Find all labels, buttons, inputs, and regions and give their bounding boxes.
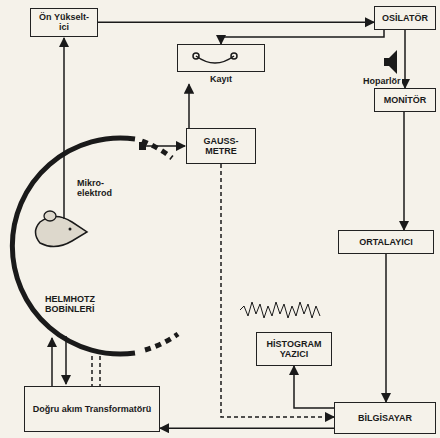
speaker-icon <box>384 50 397 74</box>
coil-wire <box>51 338 53 386</box>
coil-dashed <box>142 141 172 158</box>
recorder-frame <box>177 44 265 72</box>
probe-block <box>139 142 146 150</box>
recorder-box: Kayıt <box>177 44 265 84</box>
coil-dashed <box>145 334 178 350</box>
histogram-box: HİSTOGRAM YAZICI <box>256 332 332 366</box>
node-text: Ön Yükselt- ici <box>35 12 93 33</box>
transformer-box: Doğru akım Transformatörü <box>24 386 160 432</box>
computer-box: BİLGİSAYAR <box>334 402 436 434</box>
box-text: HİSTOGRAM YAZICI <box>261 339 327 360</box>
rat-eye <box>69 228 72 231</box>
oscillator-box: OSİLATÖR <box>374 6 436 30</box>
coil-wire <box>99 356 101 386</box>
node-text: GAUSS- METRE <box>191 136 251 157</box>
connector <box>385 254 387 402</box>
tape-reel <box>193 53 199 59</box>
node-text: OSİLATÖR <box>382 13 428 23</box>
tape-symbol <box>196 56 234 63</box>
box-text: MONİTÖR <box>384 95 427 105</box>
connector <box>221 30 384 44</box>
gaussmeter-box: GAUSS- METRE <box>186 128 256 164</box>
box-text: Doğru akım Transformatörü <box>33 404 152 414</box>
part-label: Hoparlör <box>362 76 402 86</box>
coil-wire <box>91 356 93 386</box>
rat-head <box>36 217 88 247</box>
monitor-box: MONİTÖR <box>374 88 436 112</box>
coil-wire <box>65 336 67 384</box>
box-text: BİLGİSAYAR <box>358 413 412 423</box>
tape-reel <box>231 53 237 59</box>
recorder-caption: Kayıt <box>177 72 265 84</box>
box-text: OSİLATÖR <box>382 13 428 23</box>
connector <box>294 366 334 408</box>
averager-box: ORTALAYICI <box>338 230 434 254</box>
amplifier-box: Ön Yükselt- ici <box>30 8 98 37</box>
box-text: ORTALAYICI <box>359 237 413 247</box>
part-label: Mikro- elektrod <box>76 178 122 199</box>
connector <box>403 112 405 230</box>
node-text: ORTALAYICI <box>359 237 413 247</box>
node-text: Kayıt <box>177 74 265 84</box>
rat-ear <box>44 211 56 221</box>
signal-waveform <box>240 302 320 318</box>
microelectrode <box>63 38 65 219</box>
connector <box>221 164 334 417</box>
box-text: GAUSS- METRE <box>191 136 251 157</box>
box-text: Ön Yükselt- ici <box>35 12 93 33</box>
node-text: Doğru akım Transformatörü <box>33 404 152 414</box>
connector <box>404 30 406 88</box>
connector <box>160 427 334 429</box>
node-text: BİLGİSAYAR <box>358 413 412 423</box>
part-label: HELMHOTZ BOBİNLERİ <box>44 294 112 315</box>
node-text: HİSTOGRAM YAZICI <box>261 339 327 360</box>
connector <box>98 22 374 24</box>
connector <box>188 84 190 128</box>
probe-wire <box>146 145 185 147</box>
helmholtz-coil <box>12 138 135 354</box>
node-text: MONİTÖR <box>384 95 427 105</box>
